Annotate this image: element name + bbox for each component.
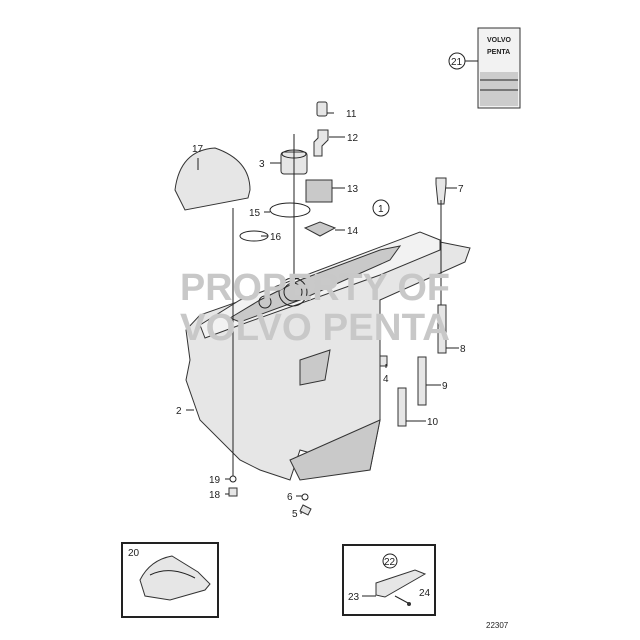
- callout-15: 15: [249, 208, 261, 219]
- callout-6: 6: [287, 492, 293, 503]
- callout-20: 20: [128, 548, 140, 559]
- callout-3: 3: [259, 159, 265, 170]
- callout-21: 21: [451, 57, 463, 68]
- callout-22: 22: [384, 557, 396, 568]
- callout-8: 8: [460, 344, 466, 355]
- callout-16: 16: [270, 232, 282, 243]
- callout-11: 11: [346, 109, 357, 120]
- inset-part-20: 20: [121, 542, 219, 618]
- callout-2: 2: [176, 406, 182, 417]
- gear-housing-part-2: [185, 231, 471, 481]
- watermark-line-1: PROPERTY OF: [180, 267, 450, 309]
- callout-4: 4: [383, 374, 389, 385]
- callout-9: 9: [442, 381, 448, 392]
- callout-18: 18: [209, 490, 221, 501]
- logo-text-penta: PENTA: [487, 49, 510, 56]
- callout-5: 5: [292, 509, 298, 520]
- inset-part-22: 22 23 24: [342, 544, 436, 616]
- callout-19: 19: [209, 475, 221, 486]
- callout-12: 12: [347, 133, 359, 144]
- callout-24: 24: [419, 588, 431, 599]
- callout-1: 1: [378, 204, 384, 215]
- logo-text-volvo: VOLVO: [487, 37, 512, 44]
- leader-lines: [186, 112, 459, 514]
- watermark: PROPERTY OF VOLVO PENTA: [180, 267, 450, 349]
- callout-10: 10: [427, 417, 439, 428]
- callout-14: 14: [347, 226, 359, 237]
- drawing-number: 22307: [486, 621, 509, 630]
- part-21-decal: VOLVO PENTA 21: [448, 27, 521, 109]
- watermark-line-2: VOLVO PENTA: [180, 307, 450, 349]
- callout-17: 17: [192, 144, 204, 155]
- callout-7: 7: [458, 184, 464, 195]
- callout-23: 23: [348, 592, 360, 603]
- callout-labels: 11 12 3 13 7 17 15 1 14 16 8 4 9 2 10 19…: [176, 109, 466, 520]
- callout-13: 13: [347, 184, 359, 195]
